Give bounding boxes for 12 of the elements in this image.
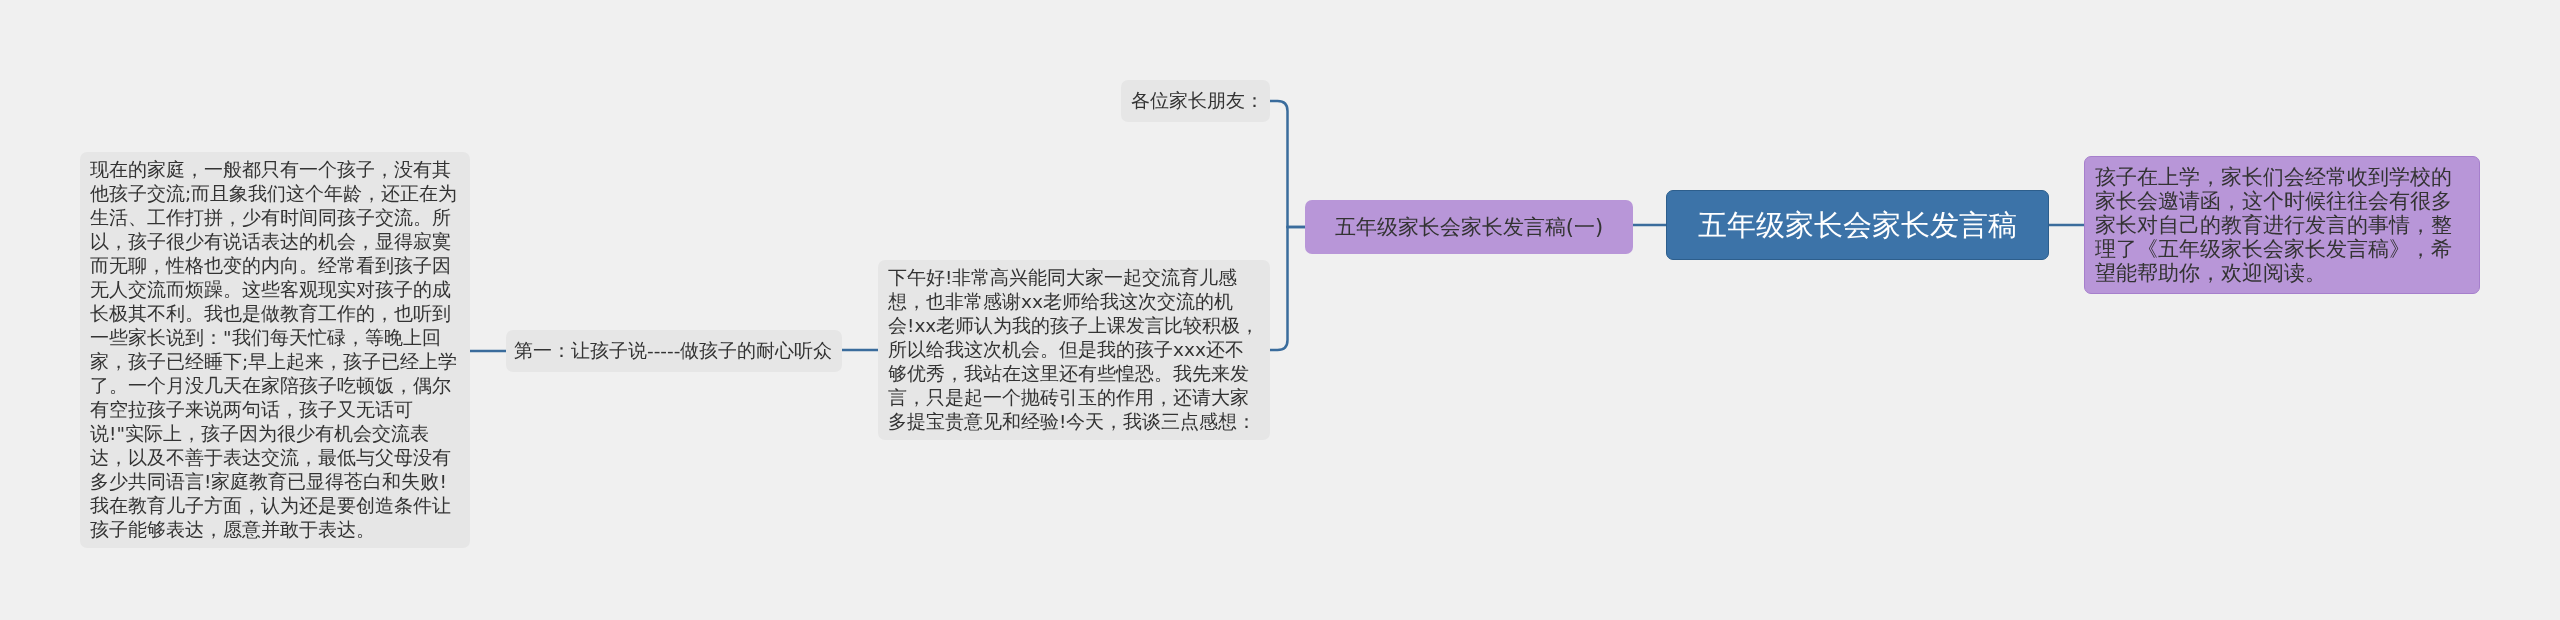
root-topic-box: 五年级家长会家长发言稿 [1666,190,2049,260]
connector-line [842,348,878,352]
summary-box: 孩子在上学，家长们会经常收到学校的家长会邀请函，这个时候往往会有很多家长对自己的教育进行发言的事情，整理了《五年级家长会家长发言稿》，希望能帮助你，欢迎阅读。 [2084,156,2480,294]
subtopic-box: 现在的家庭，一般都只有一个孩子，没有其他孩子交流;而且象我们这个年龄，还正在为生活、工作打拼，少有时间同孩子交流。所以，孩子很少有说话表达的机会，显得寂寞而无聊，性格也变的内向。经常看到孩子因无人交流而烦躁。这些客观现实对孩子的成长极其不利。我也是做教育工作的，也听到一些家长说到："我们每天忙碌，等晚上回家，孩子已经睡下;早上起来，孩子已经上学了。一个月没几天在家陪孩子吃顿饭，偶尔有空拉孩子来说两句话，孩子又无话可说!"实际上，孩子因为很少有机会交流表达，以及不善于表达交流，最低与父母没有多少共同语言!家庭教育已显得苍白和失败!我在教育儿子方面，认为还是要创造条件让孩子能够表达，愿意并敢于表达。 [80,152,470,548]
connector-line [1633,223,1666,227]
connector-line [2049,223,2084,227]
subtopic-box: 下午好!非常高兴能同大家一起交流育儿感想，也非常感谢xx老师给我这次交流的机会!xx老师认为我的孩子上课发言比较积极，所以给我这次机会。但是我的孩子xxx还不够优秀，我站在这里还有些惶恐。我先来发言，只是起一个抛砖引玉的作用，还请大家多提宝贵意见和经验!今天，我谈三点感想： [878,260,1270,440]
connector-line [470,349,506,353]
subtopic-box: 第一：让孩子说-----做孩子的耐心听众 [506,330,842,372]
connector-line [1270,225,1305,352]
subtopic-box: 各位家长朋友： [1121,80,1270,122]
topic-box: 五年级家长会家长发言稿(一) [1305,200,1633,254]
